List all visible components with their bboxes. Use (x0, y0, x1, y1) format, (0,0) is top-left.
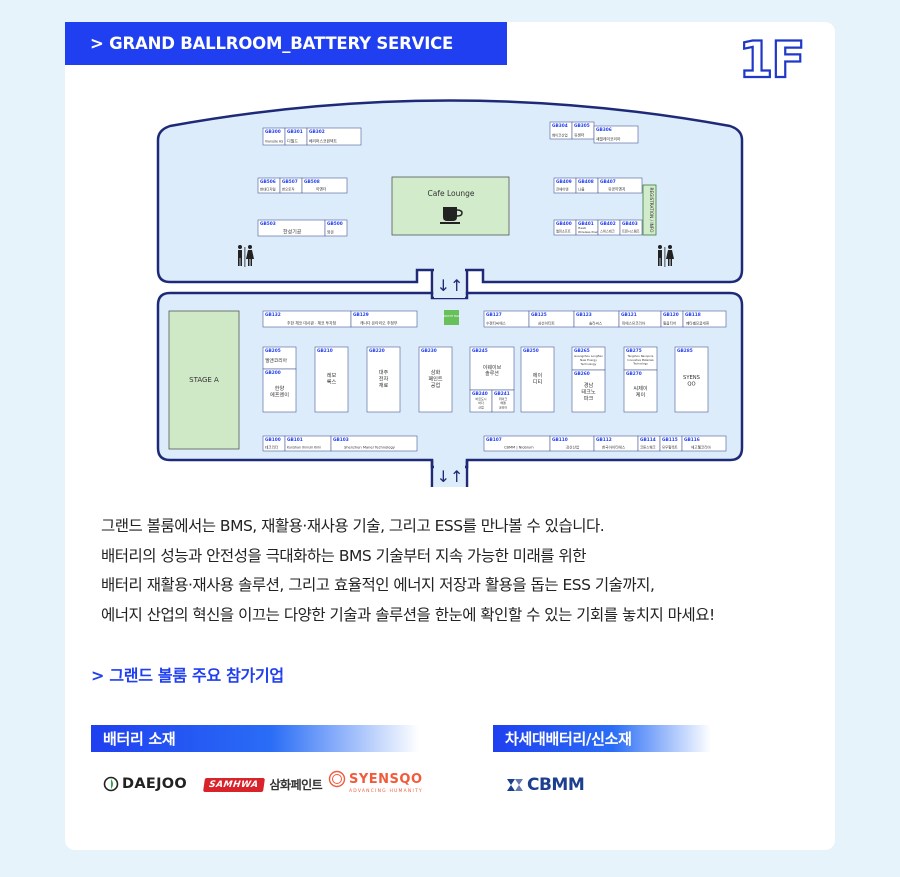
section-header: > GRAND BALLROOM_BATTERY SERVICE (65, 22, 507, 65)
description: 그랜드 볼룸에서는 BMS, 재활용·재사용 기술, 그리고 ESS를 만나볼 … (101, 512, 821, 630)
logo-samhwa: SAMHWA 삼화페인트 (203, 776, 323, 793)
description-line-4: 에너지 산업의 혁신을 이끄는 다양한 기술과 솔루션을 한눈에 확인할 수 있… (101, 605, 715, 624)
description-line-2: 배터리의 성능과 안전성을 극대화하는 BMS 기술부터 지속 가능한 미래를 … (101, 546, 587, 565)
section-title: > GRAND BALLROOM_BATTERY SERVICE (90, 34, 454, 53)
syensqo-mark-icon (328, 770, 346, 788)
category-next-gen: 차세대배터리/신소재 (493, 725, 711, 752)
syensqo-tagline: ADVANCING HUMANITY (349, 789, 423, 794)
cbmm-name: CBMM (527, 775, 585, 795)
samhwa-badge: SAMHWA (203, 777, 265, 792)
floor-label: 1F (737, 30, 806, 90)
logo-cbmm: CBMM (505, 775, 585, 795)
description-line-1: 그랜드 볼룸에서는 BMS, 재활용·재사용 기술, 그리고 ESS를 만나볼 … (101, 517, 605, 535)
samhwa-name: 삼화페인트 (269, 778, 323, 792)
category-next-gen-label: 차세대배터리/신소재 (505, 730, 632, 748)
logo-syensqo: SYENSQO ADVANCING HUMANITY (328, 770, 423, 794)
daejoo-name: DAEJOO (122, 776, 188, 792)
daejoo-mark-icon (103, 776, 119, 792)
sub-heading: > 그랜드 볼룸 주요 참가기업 (91, 666, 284, 685)
category-battery-material: 배터리 소재 (91, 725, 419, 752)
category-battery-material-label: 배터리 소재 (103, 730, 176, 748)
description-line-3: 배터리 재활용·재사용 솔루션, 그리고 효율적인 에너지 저장과 활용을 돕는… (101, 576, 655, 594)
syensqo-name: SYENSQO (349, 771, 423, 787)
logo-daejoo: DAEJOO (103, 776, 187, 792)
cbmm-mark-icon (507, 779, 523, 791)
